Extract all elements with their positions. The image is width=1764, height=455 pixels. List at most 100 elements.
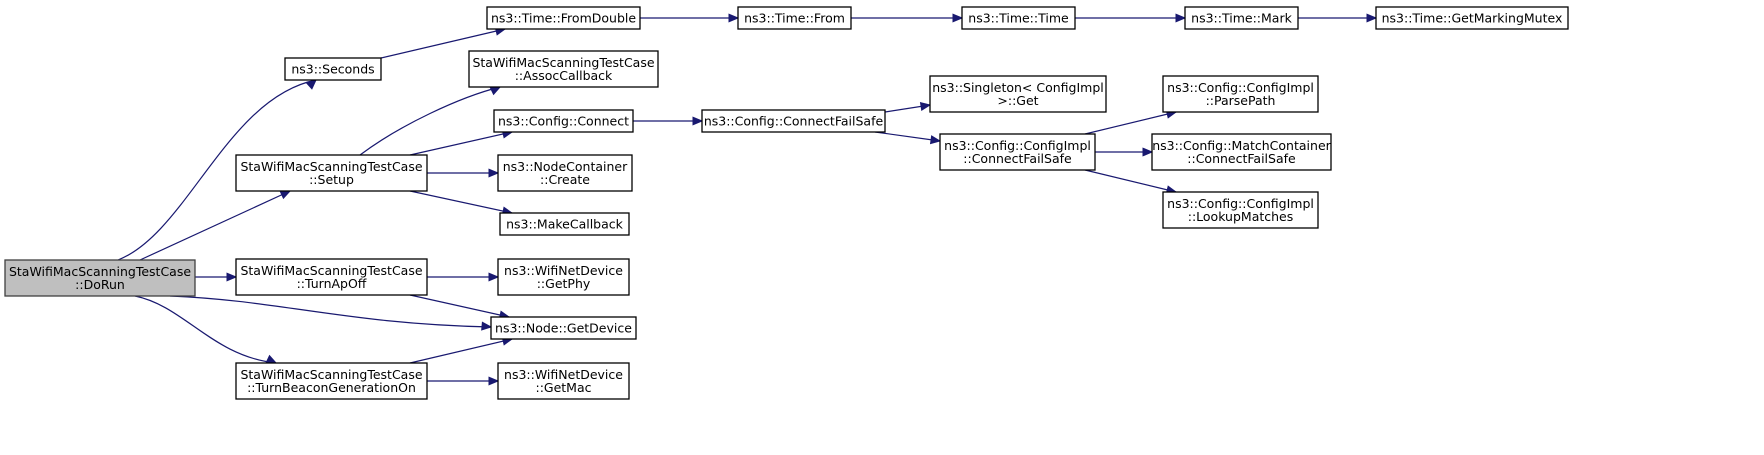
edge-setup-to-makecb: [409, 190, 514, 216]
node-box: [493, 109, 634, 133]
node-getphy[interactable]: ns3::WifiNetDevice::GetPhy: [497, 258, 630, 296]
node-connectfs[interactable]: ns3::Config::ConnectFailSafe: [701, 109, 886, 133]
arrowhead: [952, 13, 964, 23]
node-getmac[interactable]: ns3::WifiNetDevice::GetMac: [497, 362, 630, 400]
edge-setup-to-create: [427, 168, 500, 178]
node-label: ::ConnectFailSafe: [1187, 151, 1296, 166]
node-box: [939, 133, 1096, 171]
node-label: ns3::Time::FromDouble: [491, 11, 636, 26]
node-label: ns3::Node::GetDevice: [495, 321, 632, 336]
node-label: ::LookupMatches: [1188, 209, 1294, 224]
node-parsepath[interactable]: ns3::Config::ConfigImpl::ParsePath: [1162, 75, 1319, 113]
node-singleton[interactable]: ns3::Singleton< ConfigImpl>::Get: [929, 75, 1107, 113]
node-label: StaWifiMacScanningTestCase: [9, 264, 191, 279]
node-beaconon[interactable]: StaWifiMacScanningTestCase::TurnBeaconGe…: [235, 362, 428, 400]
arrowhead: [692, 116, 704, 126]
node-label: ns3::Time::Time: [968, 11, 1069, 26]
node-dorun[interactable]: StaWifiMacScanningTestCase::DoRun: [4, 259, 196, 297]
edge-dorun-to-setup: [139, 190, 292, 261]
node-label: ns3::Time::GetMarkingMutex: [1382, 11, 1563, 26]
edge-line: [1084, 169, 1177, 193]
node-box: [486, 6, 641, 30]
node-box: [1162, 75, 1319, 113]
edge-line: [409, 131, 513, 156]
node-lookup[interactable]: ns3::Config::ConfigImpl::LookupMatches: [1162, 191, 1319, 229]
node-assoc[interactable]: StaWifiMacScanningTestCase::AssocCallbac…: [468, 50, 659, 88]
edge-line: [1084, 111, 1177, 135]
edge-connectfs-to-singleton: [884, 101, 932, 113]
node-label: ns3::Singleton< ConfigImpl: [932, 80, 1104, 95]
node-fromdouble[interactable]: ns3::Time::FromDouble: [486, 6, 641, 30]
node-label: ns3::Time::Mark: [1191, 11, 1292, 26]
edge-beaconon-to-getmac: [427, 376, 500, 386]
node-label: ns3::WifiNetDevice: [504, 367, 623, 382]
arrowhead: [929, 135, 942, 145]
edge-dorun-to-beaconon: [134, 295, 278, 364]
node-setup[interactable]: StaWifiMacScanningTestCase::Setup: [235, 154, 428, 192]
nodes-layer: StaWifiMacScanningTestCase::DoRun ns3::Se…: [4, 6, 1569, 400]
node-label: >::Get: [997, 93, 1038, 108]
node-label: ::TurnApOff: [297, 276, 367, 291]
edge-dorun-to-getdevice: [169, 295, 493, 331]
arrowhead: [489, 86, 502, 96]
node-label: ns3::WifiNetDevice: [504, 263, 623, 278]
edge-line: [139, 190, 291, 261]
edge-from-to-time: [851, 13, 964, 23]
node-label: ns3::Seconds: [291, 62, 374, 77]
arrowhead: [481, 321, 493, 331]
node-box: [497, 258, 630, 296]
arrowhead: [488, 376, 500, 386]
edge-turnapoff-to-getphy: [427, 272, 500, 282]
node-box: [929, 75, 1107, 113]
node-label: ::ParsePath: [1206, 93, 1276, 108]
node-connect[interactable]: ns3::Config::Connect: [493, 109, 634, 133]
node-mark[interactable]: ns3::Time::Mark: [1184, 6, 1299, 30]
node-from[interactable]: ns3::Time::From: [737, 6, 852, 30]
node-label: ::GetMac: [535, 380, 591, 395]
node-box: [497, 362, 630, 400]
edge-turnapoff-to-getdevice: [409, 294, 511, 320]
node-box: [497, 154, 633, 192]
edge-line: [380, 28, 506, 59]
node-label: ::Setup: [309, 172, 354, 187]
node-getdevice[interactable]: ns3::Node::GetDevice: [490, 316, 637, 340]
node-makecb[interactable]: ns3::MakeCallback: [499, 212, 630, 236]
node-label: StaWifiMacScanningTestCase: [240, 263, 422, 278]
node-box: [284, 57, 382, 81]
node-create[interactable]: ns3::NodeContainer::Create: [497, 154, 633, 192]
node-label: ::TurnBeaconGenerationOn: [247, 380, 416, 395]
node-implfs[interactable]: ns3::Config::ConfigImpl::ConnectFailSafe: [939, 133, 1096, 171]
arrowhead: [279, 190, 292, 200]
node-box: [235, 258, 428, 296]
node-box: [701, 109, 886, 133]
edge-time-to-mark: [1075, 13, 1187, 23]
node-time[interactable]: ns3::Time::Time: [961, 6, 1076, 30]
node-label: ::Create: [540, 172, 590, 187]
node-label: ::AssocCallback: [515, 68, 613, 83]
edge-line: [117, 79, 317, 261]
node-seconds[interactable]: ns3::Seconds: [284, 57, 382, 81]
node-box: [235, 154, 428, 192]
edge-line: [874, 131, 941, 142]
edge-line: [409, 338, 513, 364]
arrowhead: [226, 272, 238, 282]
edge-line: [169, 295, 492, 328]
arrowhead: [488, 272, 500, 282]
node-mutex[interactable]: ns3::Time::GetMarkingMutex: [1375, 6, 1569, 30]
node-label: ns3::Config::ConnectFailSafe: [704, 114, 884, 129]
node-box: [235, 362, 428, 400]
node-box: [1184, 6, 1299, 30]
node-label: StaWifiMacScanningTestCase: [240, 159, 422, 174]
node-label: ::ConnectFailSafe: [963, 151, 1072, 166]
edge-setup-to-connect: [409, 129, 514, 156]
edge-line: [409, 190, 513, 214]
arrowhead: [305, 79, 317, 90]
node-label: ns3::Config::ConfigImpl: [1167, 196, 1314, 211]
node-matchfs[interactable]: ns3::Config::MatchContainer::ConnectFail…: [1151, 133, 1332, 171]
edge-connect-to-connectfs: [633, 116, 704, 126]
node-turnapoff[interactable]: StaWifiMacScanningTestCase::TurnApOff: [235, 258, 428, 296]
node-label: StaWifiMacScanningTestCase: [240, 367, 422, 382]
node-box: [961, 6, 1076, 30]
edge-implfs-to-parsepath: [1084, 109, 1178, 135]
